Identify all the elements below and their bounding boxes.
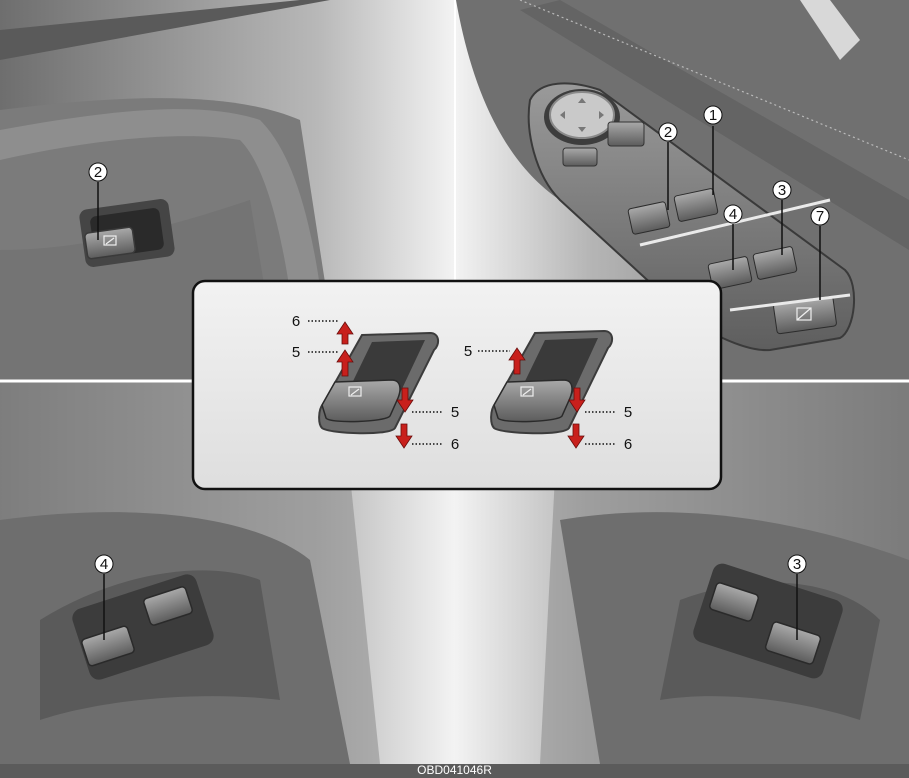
svg-text:4: 4 [729,206,737,223]
svg-text:5: 5 [451,404,459,421]
svg-text:2: 2 [94,164,102,181]
svg-text:6: 6 [624,436,632,453]
svg-text:7: 7 [816,208,824,225]
svg-text:5: 5 [624,404,632,421]
svg-text:3: 3 [793,556,801,573]
svg-text:5: 5 [292,344,300,361]
svg-text:6: 6 [292,313,300,330]
svg-text:1: 1 [709,107,717,124]
svg-text:6: 6 [451,436,459,453]
svg-text:2: 2 [664,124,672,141]
svg-text:4: 4 [100,556,108,573]
svg-text:3: 3 [778,182,786,199]
switch-operation-inset: 6 5 5 6 5 5 6 [193,281,721,489]
front-passenger-window-switch [84,227,135,259]
figure-caption: OBD041046R [0,763,909,778]
svg-text:5: 5 [464,343,472,360]
